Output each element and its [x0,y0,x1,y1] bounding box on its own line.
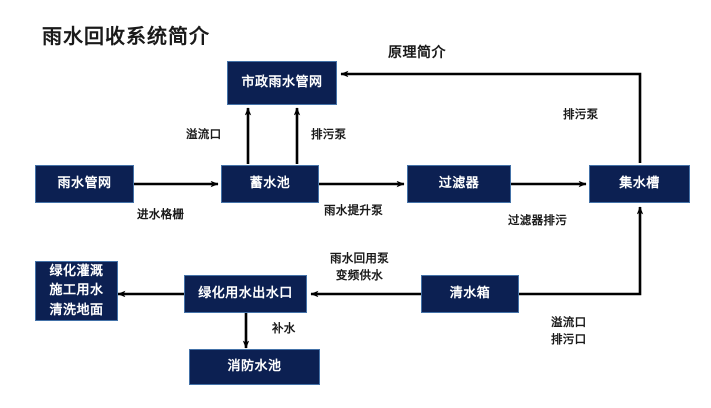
node-label: 蓄水池 [249,175,291,191]
node-greening-water-outlet[interactable]: 绿化用水出水口 [184,275,307,313]
node-fire-water-pool[interactable]: 消防水池 [189,349,320,385]
node-label: 雨水管网 [57,175,112,191]
edge-label-overflow-and-drain: 溢流口 排污口 [551,315,587,346]
node-clean-water-tank[interactable]: 清水箱 [421,275,519,313]
node-label: 绿化灌溉 施工用水 清洗地面 [49,263,104,318]
node-filter[interactable]: 过滤器 [407,165,511,203]
node-municipal-stormwater-network[interactable]: 市政雨水管网 [227,61,337,105]
edge-label-inlet-grate: 进水格栅 [137,207,185,221]
edge-cleanwater-overflow-to-collection [519,206,644,296]
node-collection-tank[interactable]: 集水槽 [589,165,690,203]
node-greening-uses[interactable]: 绿化灌溉 施工用水 清洗地面 [35,261,118,321]
edge-label-filter-blowdown: 过滤器排污 [508,213,567,227]
edge-label-overflow-port-top: 溢流口 [186,127,222,141]
edge-label-reuse-pump: 雨水回用泵 变频供水 [330,251,389,282]
node-label: 绿化用水出水口 [198,285,293,301]
node-label: 市政雨水管网 [241,74,323,90]
section-label-principle: 原理简介 [388,45,446,61]
edge-label-sewage-pump-top: 排污泵 [311,127,347,141]
node-label: 清水箱 [449,285,491,301]
node-label: 过滤器 [438,175,480,191]
node-rainwater-pipe-network[interactable]: 雨水管网 [35,165,134,203]
edge-label-rainwater-lift-pump: 雨水提升泵 [324,203,383,217]
node-storage-tank[interactable]: 蓄水池 [221,165,319,203]
page-title: 雨水回收系统简介 [42,24,210,48]
node-label: 消防水池 [227,358,282,374]
edge-label-makeup-water: 补水 [272,321,296,335]
edge-label-sewage-pump-right: 排污泵 [563,107,599,121]
node-label: 集水槽 [619,175,660,191]
edge-collection-to-municipal [340,70,642,163]
